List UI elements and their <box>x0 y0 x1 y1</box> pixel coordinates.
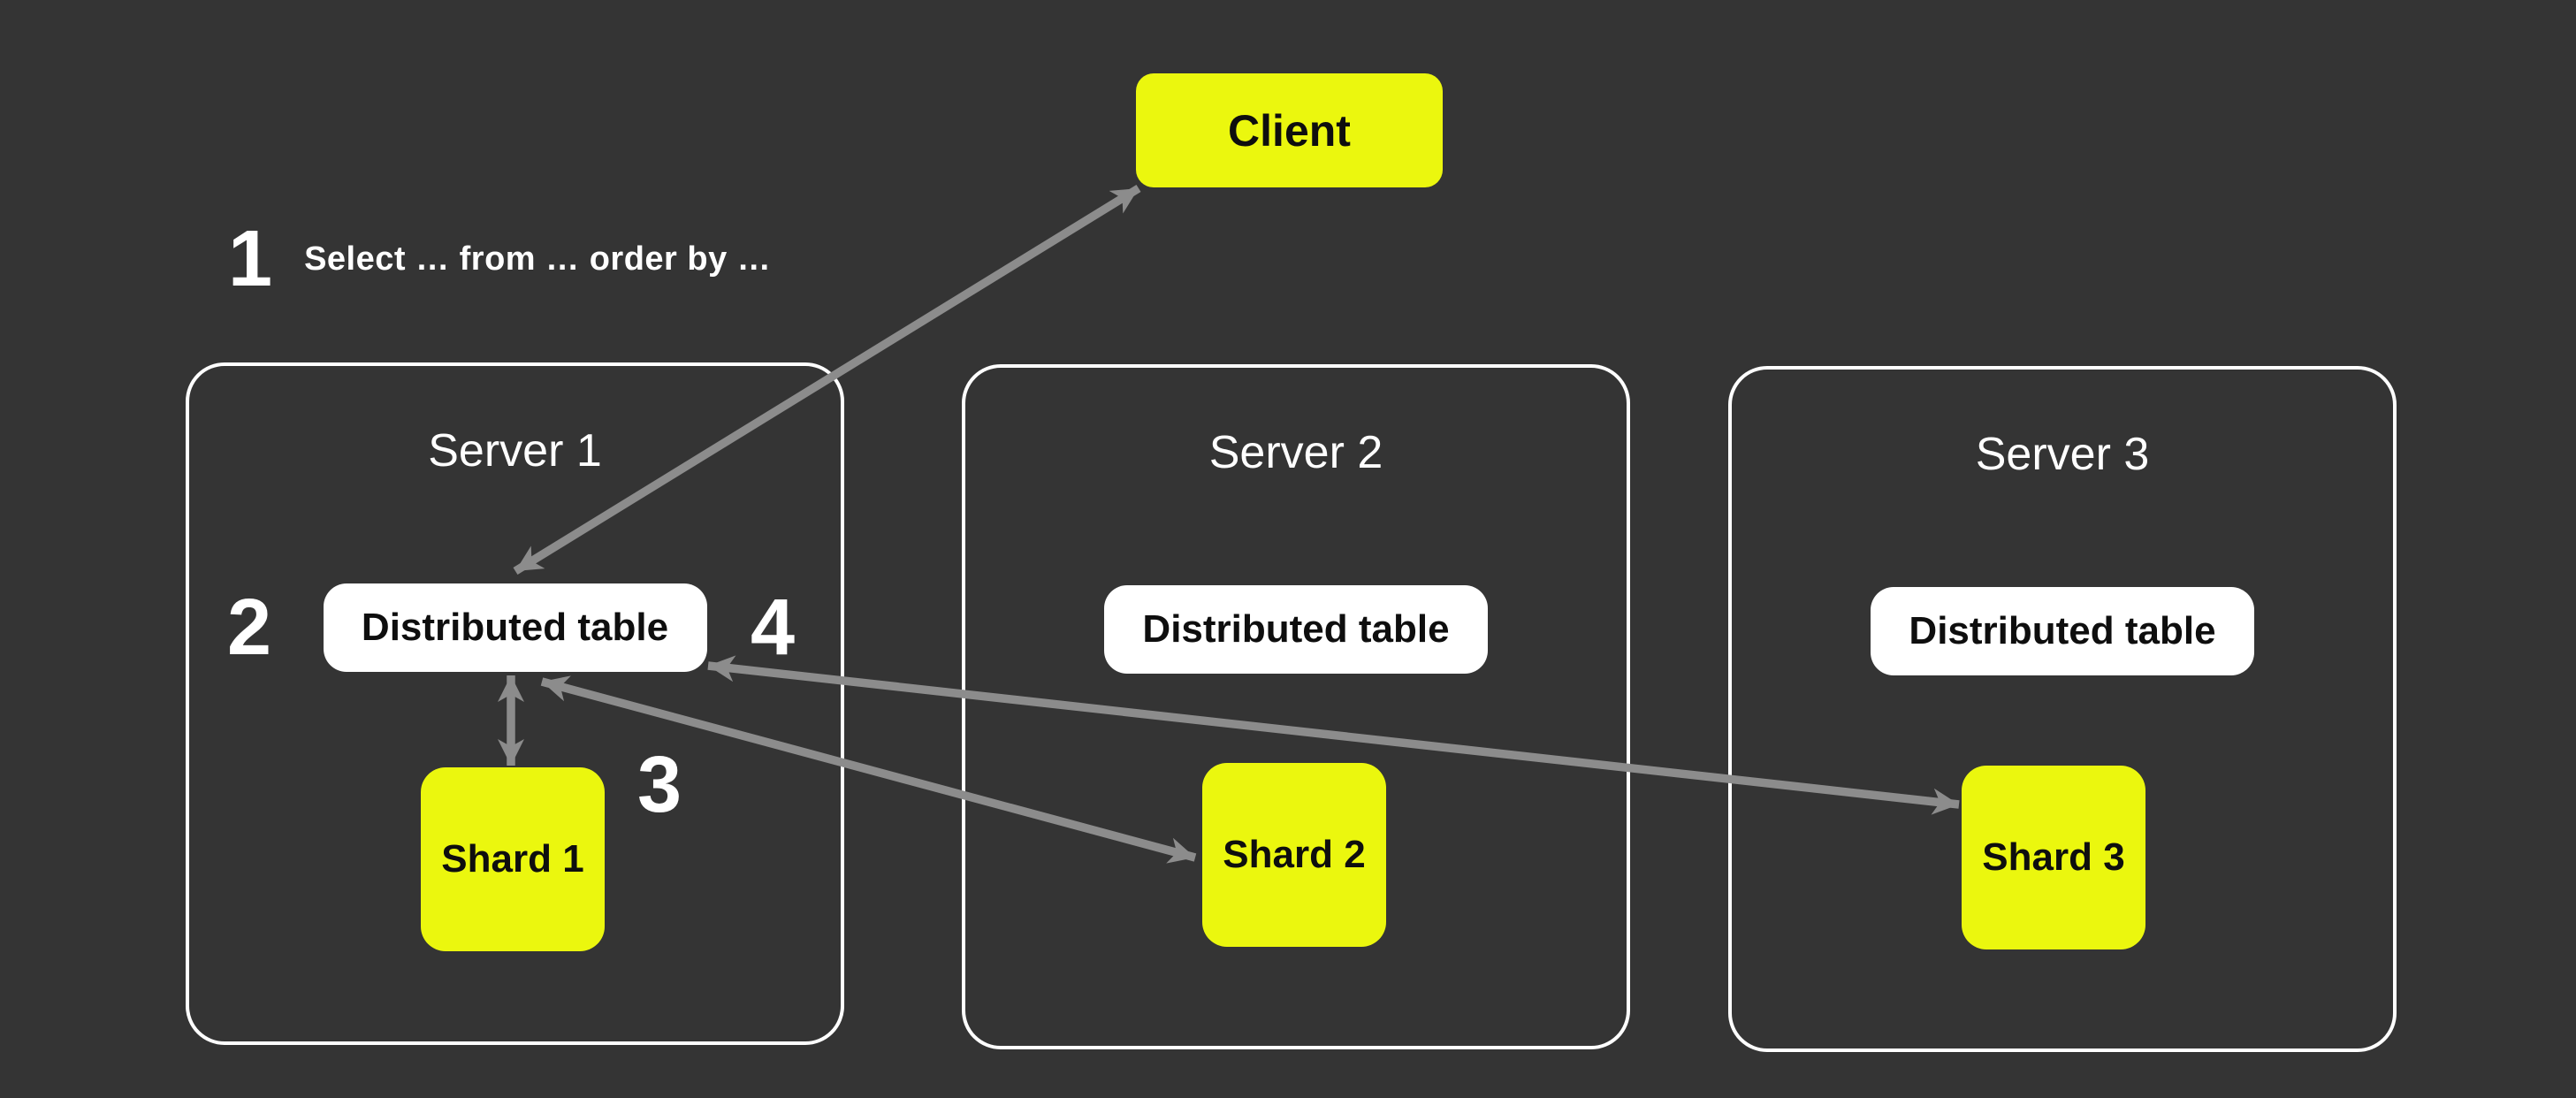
server-3-title: Server 3 <box>1975 429 2150 480</box>
step1-legend: 1 Select … from … order by … <box>228 219 771 299</box>
step1-query-text: Select … from … order by … <box>304 240 772 278</box>
server-2-title: Server 2 <box>1208 427 1383 478</box>
client-node: Client <box>1136 73 1443 187</box>
step2-label: 2 <box>226 583 272 672</box>
step1-number: 1 <box>228 215 273 303</box>
server-1-title: Server 1 <box>428 425 602 477</box>
server-1-distributed-table: Distributed table <box>323 583 707 672</box>
server-3-box: Server 3 Distributed table Shard 3 <box>1728 366 2397 1052</box>
server-1-shard: Shard 1 <box>421 767 605 951</box>
server-1-box: Server 1 Distributed table Shard 1 <box>186 362 844 1045</box>
server-3-distributed-table: Distributed table <box>1871 587 2254 675</box>
server-2-box: Server 2 Distributed table Shard 2 <box>962 364 1630 1049</box>
step4-label: 4 <box>750 583 796 672</box>
server-2-distributed-table: Distributed table <box>1104 585 1488 674</box>
step3-label: 3 <box>636 741 682 829</box>
server-2-shard: Shard 2 <box>1202 763 1386 947</box>
server-3-shard: Shard 3 <box>1962 766 2145 949</box>
